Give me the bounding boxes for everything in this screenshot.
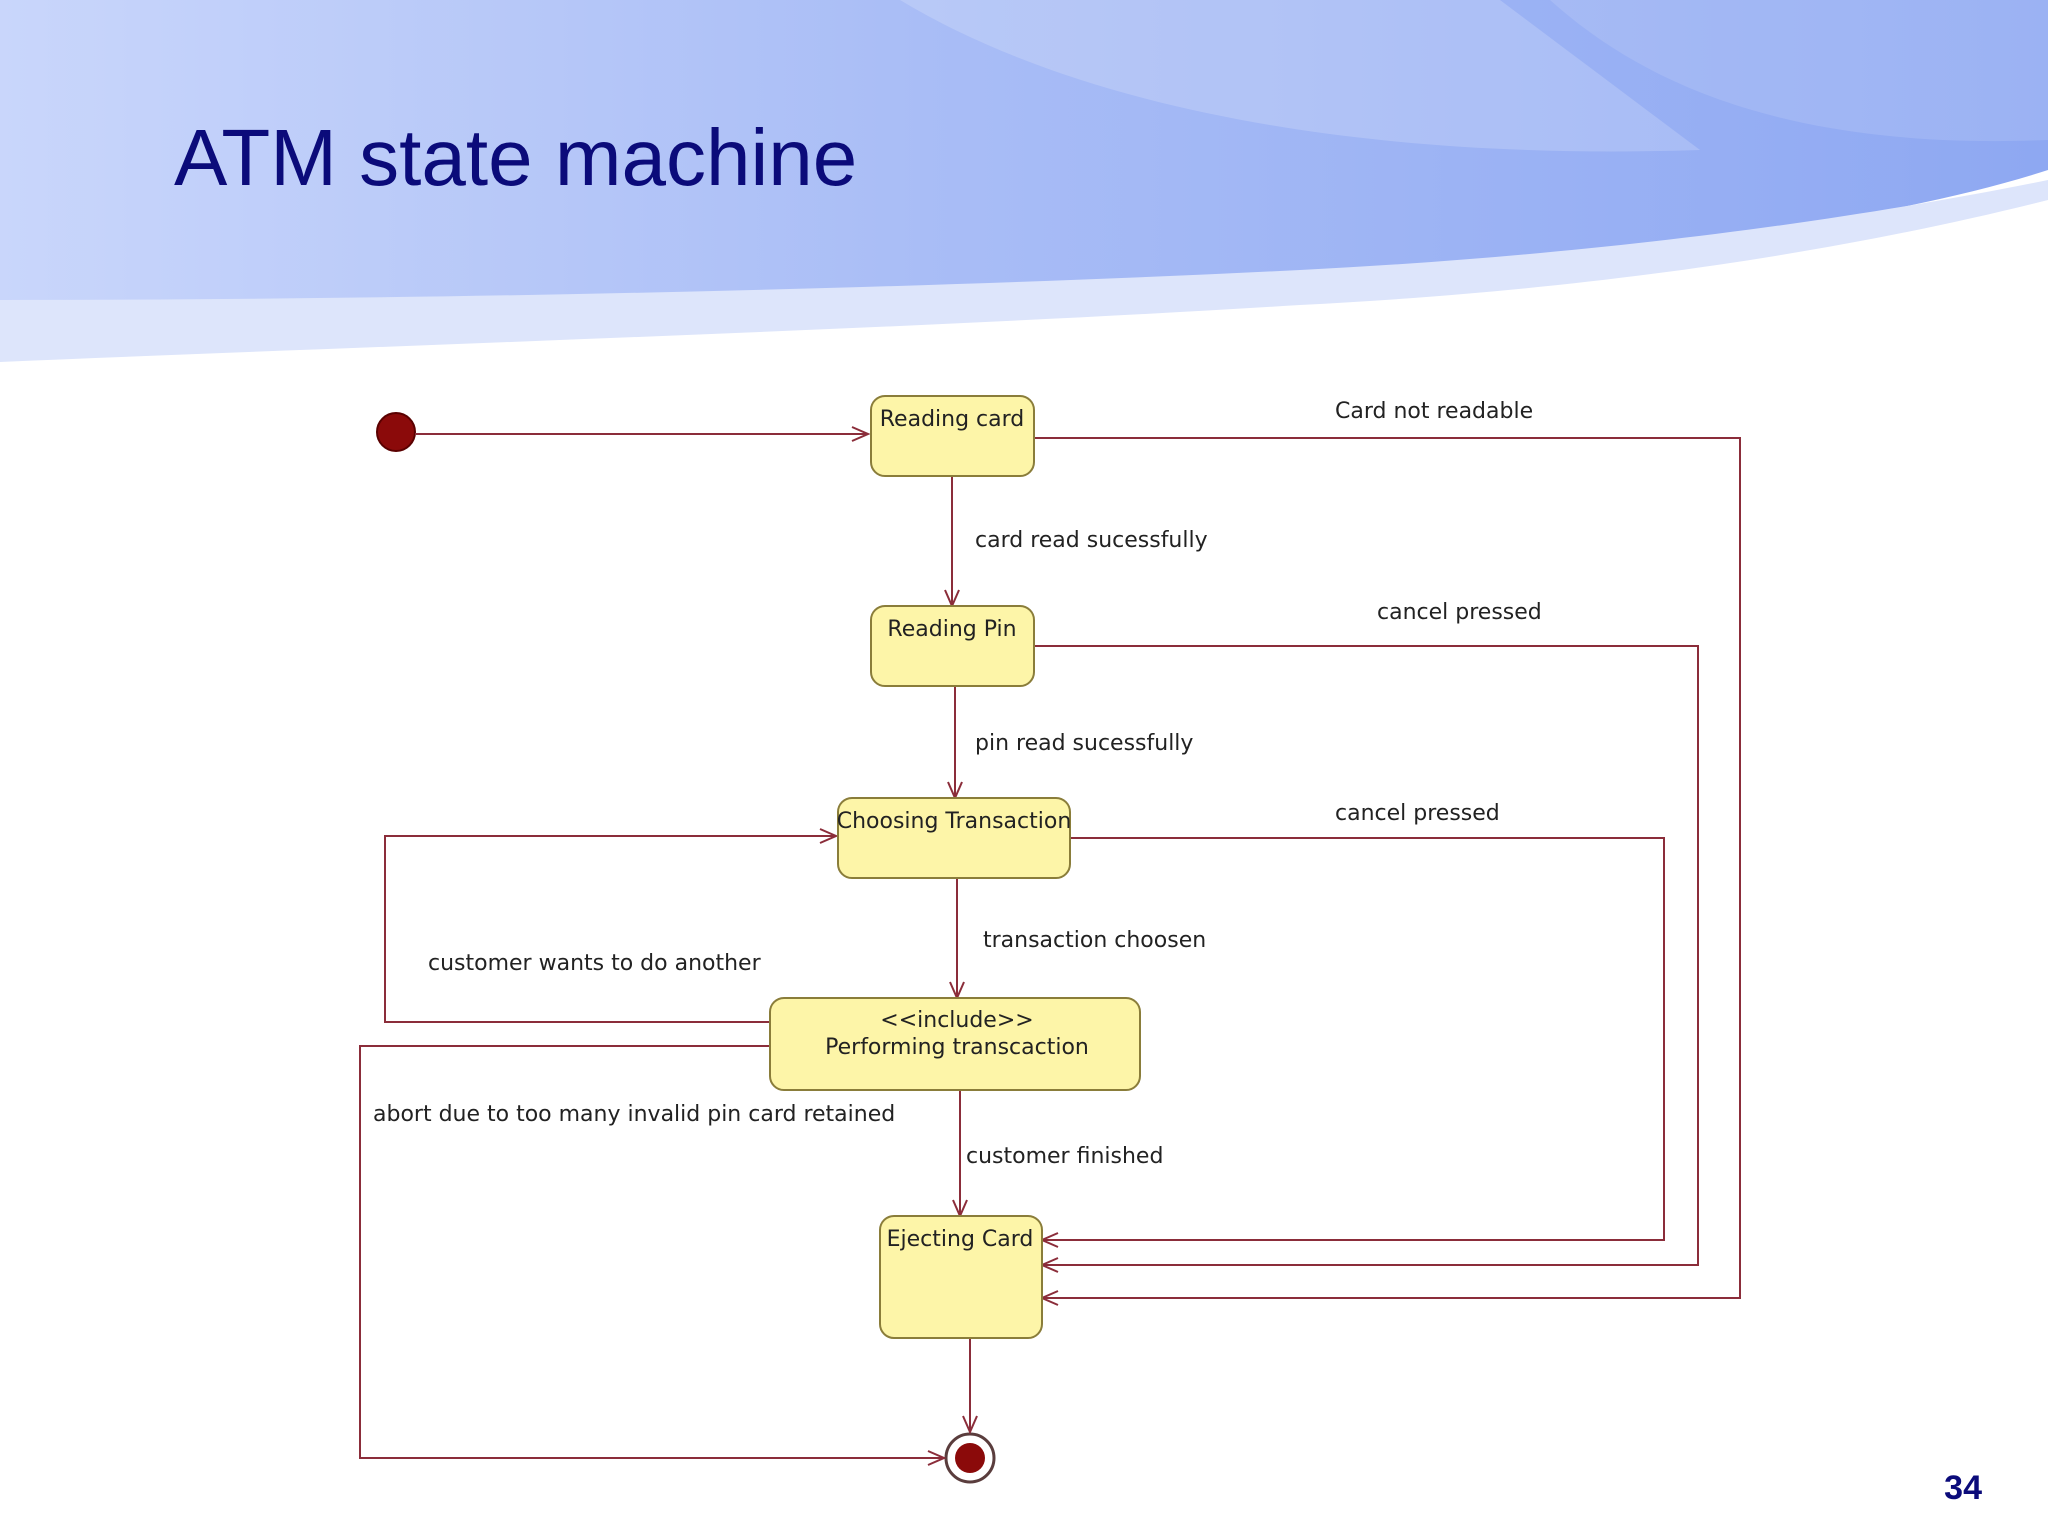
state-performing-transaction-label: Performing transcaction — [825, 1035, 1089, 1060]
initial-state-node — [376, 412, 416, 452]
state-ejecting-card-label: Ejecting Card — [887, 1227, 1034, 1252]
state-reading-pin: Reading Pin — [870, 605, 1035, 687]
label-cancel-transaction: cancel pressed — [1335, 801, 1500, 826]
state-choosing-transaction: Choosing Transaction — [837, 797, 1072, 879]
state-choosing-transaction-label: Choosing Transaction — [837, 809, 1072, 834]
transition-cancel-transaction — [1042, 837, 1665, 1240]
slide-banner — [0, 0, 2048, 362]
label-pin-read: pin read sucessfully — [975, 731, 1193, 756]
page-number: 34 — [1944, 1469, 1982, 1507]
label-abort: abort due to too many invalid pin card r… — [373, 1102, 895, 1127]
label-transaction-chosen: transaction choosen — [983, 928, 1206, 953]
label-finished: customer finished — [966, 1144, 1163, 1169]
transition-abort — [359, 1045, 944, 1458]
state-reading-card-label: Reading card — [880, 407, 1025, 432]
transition-cancel-pin — [1034, 645, 1699, 1265]
label-card-read: card read sucessfully — [975, 528, 1208, 553]
label-card-not-readable: Card not readable — [1335, 399, 1533, 424]
state-reading-card: Reading card — [870, 395, 1035, 477]
transition-another — [384, 836, 836, 1023]
state-ejecting-card: Ejecting Card — [879, 1215, 1043, 1339]
slide-title: ATM state machine — [174, 113, 858, 202]
state-performing-transaction: <<include>> Performing transcaction — [769, 997, 1141, 1091]
label-cancel-pin: cancel pressed — [1377, 600, 1542, 625]
state-performing-stereotype: <<include>> — [880, 1008, 1033, 1033]
transition-card-not-readable — [1034, 437, 1741, 1298]
diagram-canvas — [340, 358, 1750, 1508]
state-reading-pin-label: Reading Pin — [887, 617, 1016, 642]
label-another: customer wants to do another — [428, 951, 762, 976]
final-state-node — [944, 1432, 996, 1484]
